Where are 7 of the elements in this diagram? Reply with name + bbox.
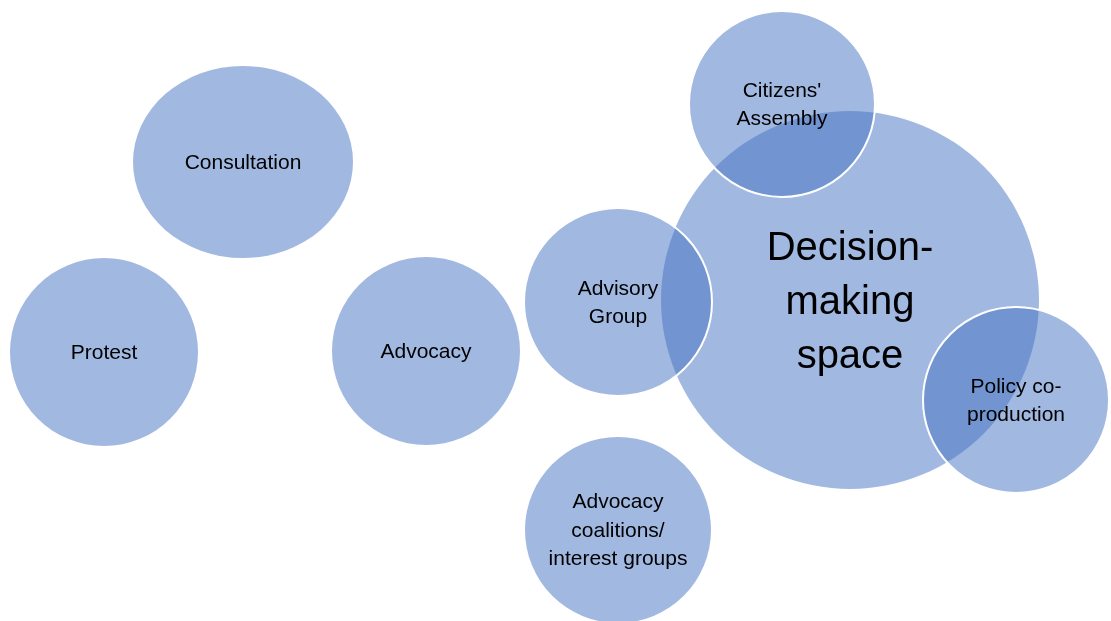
topic-bubble: Citizens' Assembly [688, 10, 876, 198]
topic-bubble: Policy co-production [922, 306, 1110, 494]
topic-bubble: Advocacy [332, 257, 520, 445]
topic-bubble: Advocacy coalitions/ interest groups [525, 437, 711, 621]
topic-bubble: Advisory Group [523, 207, 713, 397]
topic-bubble: Protest [10, 258, 198, 446]
topic-bubble: Consultation [133, 66, 353, 258]
